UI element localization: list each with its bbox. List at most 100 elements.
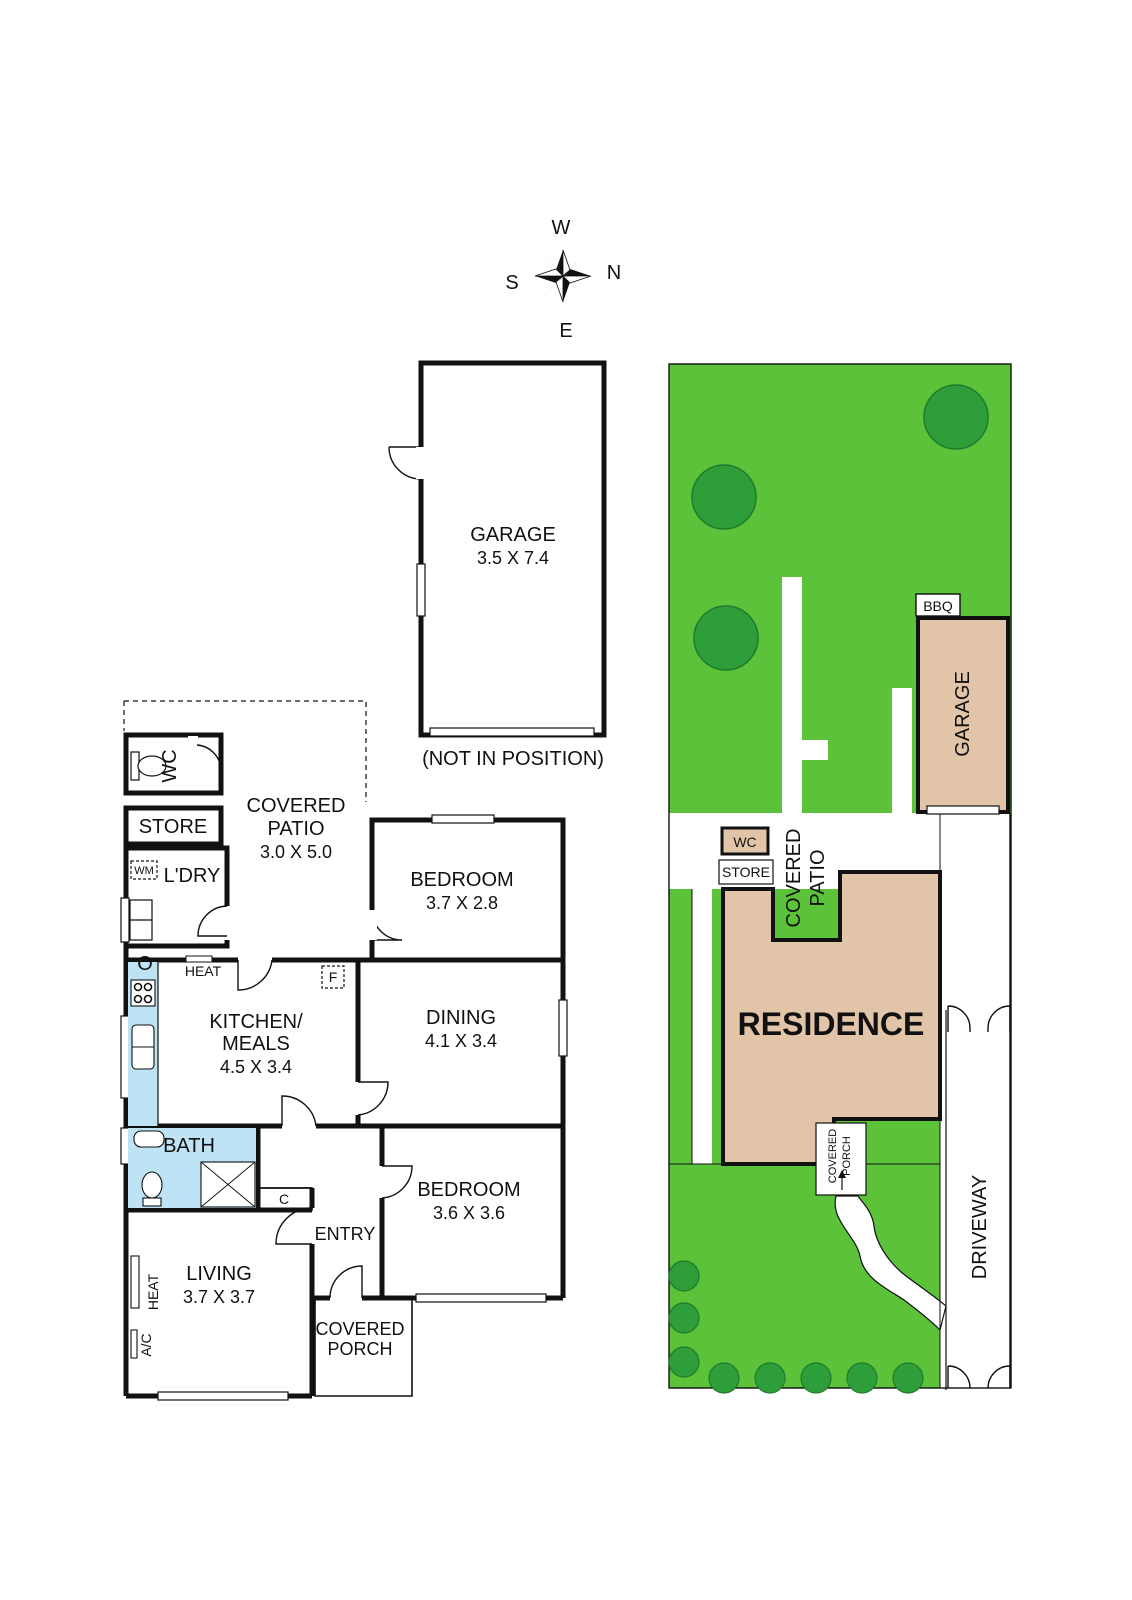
living-window bbox=[157, 1391, 289, 1401]
store-label: STORE bbox=[139, 816, 208, 838]
site-garage bbox=[916, 616, 1010, 814]
tree-icon bbox=[691, 464, 757, 530]
store-room: STORE bbox=[123, 805, 224, 847]
living-room: HEAT A/C LIVING 3.7 X 3.7 bbox=[130, 1255, 255, 1359]
laundry-label: L'DRY bbox=[164, 865, 221, 887]
covered-patio-area: COVERED PATIO 3.0 X 5.0 bbox=[247, 795, 346, 862]
driveway-gate-bottom-left bbox=[947, 1365, 971, 1389]
compass-north: N bbox=[607, 262, 621, 284]
driveway-gate-top-left bbox=[947, 1005, 971, 1032]
compass-east: E bbox=[559, 320, 572, 342]
compass-west: W bbox=[552, 217, 571, 239]
washing-machine-label: WM bbox=[134, 865, 154, 877]
vanity-basin-icon bbox=[133, 1130, 165, 1148]
garden-path bbox=[782, 577, 802, 813]
washing-machine-icon bbox=[130, 860, 158, 880]
site-bbq-label: BBQ bbox=[923, 598, 953, 614]
entry-label: ENTRY bbox=[315, 1224, 376, 1244]
kitchen-room: O HEAT F KITCHEN/ MEALS 4.5 X 3.4 bbox=[128, 953, 345, 1126]
site-covered-porch-label-1: COVERED bbox=[827, 1129, 839, 1183]
covered-porch-label-2: PORCH bbox=[327, 1339, 392, 1359]
shrub-icon bbox=[708, 1362, 740, 1394]
living-heater-icon bbox=[130, 1255, 140, 1309]
front-door-swing bbox=[329, 1265, 363, 1299]
wc-toilet-icon bbox=[137, 755, 167, 777]
living-heater-label: HEAT bbox=[145, 1273, 161, 1310]
air-conditioner-label: A/C bbox=[138, 1333, 154, 1356]
compass-rose: W S N E bbox=[505, 217, 621, 342]
garage-door-window bbox=[429, 727, 595, 737]
wc-label: WC bbox=[159, 749, 181, 782]
garage-note: (NOT IN POSITION) bbox=[422, 748, 604, 770]
bedroom2-door-swing bbox=[381, 1165, 413, 1199]
bedroom2-dims: 3.6 X 3.6 bbox=[433, 1203, 505, 1223]
compass-south: S bbox=[505, 272, 518, 294]
tree-icon bbox=[693, 605, 759, 671]
site-store-label: STORE bbox=[722, 864, 770, 880]
garage-dims: 3.5 X 7.4 bbox=[477, 548, 549, 568]
covered-patio-label-2: PATIO bbox=[267, 818, 324, 840]
bath-toilet-icon bbox=[141, 1171, 163, 1199]
living-label: LIVING bbox=[186, 1263, 252, 1285]
floor-plan: GARAGE 3.5 X 7.4 (NOT IN POSITION) WC ST… bbox=[120, 360, 607, 1401]
living-dims: 3.7 X 3.7 bbox=[183, 1287, 255, 1307]
cupboard-label: C bbox=[279, 1191, 289, 1207]
fridge-icon bbox=[321, 965, 345, 989]
bedroom1-dims: 3.7 X 2.8 bbox=[426, 893, 498, 913]
cooktop-icon bbox=[130, 979, 156, 1007]
garage-door-swing bbox=[388, 446, 422, 480]
laundry-room: WM L'DRY bbox=[120, 845, 230, 949]
shrub-icon bbox=[754, 1362, 786, 1394]
air-conditioner-icon bbox=[130, 1329, 138, 1359]
kitchen-label-2: MEALS bbox=[222, 1033, 290, 1055]
tree-icon bbox=[923, 384, 989, 450]
kitchen-door-swing bbox=[281, 1095, 317, 1127]
garage-side-window bbox=[416, 563, 426, 617]
shrub-icon bbox=[800, 1362, 832, 1394]
oven-label: O bbox=[137, 953, 153, 975]
bedroom2-label: BEDROOM bbox=[417, 1179, 520, 1201]
site-covered-patio-label-1: COVERED bbox=[783, 829, 805, 928]
residence-building bbox=[721, 870, 942, 1166]
site-wc bbox=[720, 826, 770, 856]
shrub-icon bbox=[892, 1362, 924, 1394]
dining-label: DINING bbox=[426, 1007, 496, 1029]
site-store bbox=[718, 859, 774, 885]
bath-room: BATH bbox=[128, 1128, 256, 1208]
kitchen-dims: 4.5 X 3.4 bbox=[220, 1057, 292, 1077]
wc-room: WC bbox=[123, 732, 224, 796]
shrub-icon bbox=[668, 1346, 700, 1378]
site-wc-label: WC bbox=[733, 834, 756, 850]
site-plan: BBQ GARAGE WC STORE COVERED PORCH COVERE… bbox=[668, 363, 1012, 1394]
bedroom1-window bbox=[431, 814, 495, 824]
bedroom2-window bbox=[415, 1293, 547, 1303]
patio-door-swing bbox=[237, 959, 273, 991]
trees bbox=[668, 384, 989, 1394]
shrub-icon bbox=[668, 1302, 700, 1334]
porch-arrow-icon bbox=[838, 1170, 846, 1178]
bath-label: BATH bbox=[163, 1135, 215, 1157]
fridge-label: F bbox=[329, 969, 338, 985]
shrub-icon bbox=[846, 1362, 878, 1394]
residence-label: RESIDENCE bbox=[738, 1006, 925, 1042]
garage-room: GARAGE 3.5 X 7.4 (NOT IN POSITION) bbox=[388, 360, 607, 770]
living-door-swing bbox=[275, 1207, 313, 1245]
dining-door-swing bbox=[357, 1081, 389, 1116]
kitchen-window bbox=[120, 1015, 130, 1099]
garage-label: GARAGE bbox=[470, 524, 556, 546]
site-covered-patio-label-2: PATIO bbox=[807, 849, 829, 906]
kitchen-heater-label: HEAT bbox=[185, 963, 222, 979]
driveway-label: DRIVEWAY bbox=[969, 1175, 991, 1279]
dining-window bbox=[558, 999, 568, 1057]
covered-patio-label-1: COVERED bbox=[247, 795, 346, 817]
bedroom1-label: BEDROOM bbox=[410, 869, 513, 891]
covered-porch-label-1: COVERED bbox=[315, 1319, 404, 1339]
shrub-icon bbox=[668, 1260, 700, 1292]
bath-window bbox=[120, 1127, 130, 1165]
site-garage-label: GARAGE bbox=[952, 671, 974, 757]
dining-dims: 4.1 X 3.4 bbox=[425, 1031, 497, 1051]
site-covered-porch-label-2: PORCH bbox=[841, 1136, 853, 1176]
covered-patio-dims: 3.0 X 5.0 bbox=[260, 842, 332, 862]
patio-roof-outline bbox=[124, 700, 367, 802]
